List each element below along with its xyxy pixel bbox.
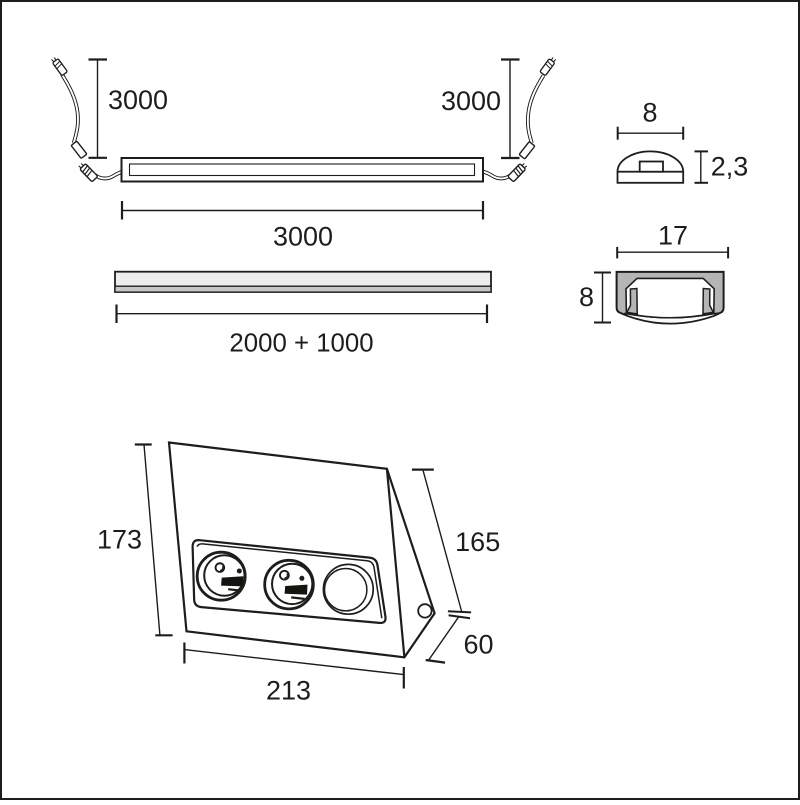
svg-text:8: 8 <box>579 282 594 312</box>
svg-text:3000: 3000 <box>273 222 333 252</box>
svg-text:8: 8 <box>642 98 657 128</box>
svg-text:3000: 3000 <box>441 86 501 116</box>
svg-text:165: 165 <box>455 527 500 557</box>
svg-text:17: 17 <box>658 221 688 251</box>
svg-text:60: 60 <box>463 630 493 660</box>
svg-text:2000 + 1000: 2000 + 1000 <box>229 330 373 358</box>
svg-text:2,3: 2,3 <box>711 152 749 182</box>
svg-text:3000: 3000 <box>108 85 168 115</box>
svg-text:213: 213 <box>266 676 311 706</box>
svg-text:173: 173 <box>97 525 142 555</box>
